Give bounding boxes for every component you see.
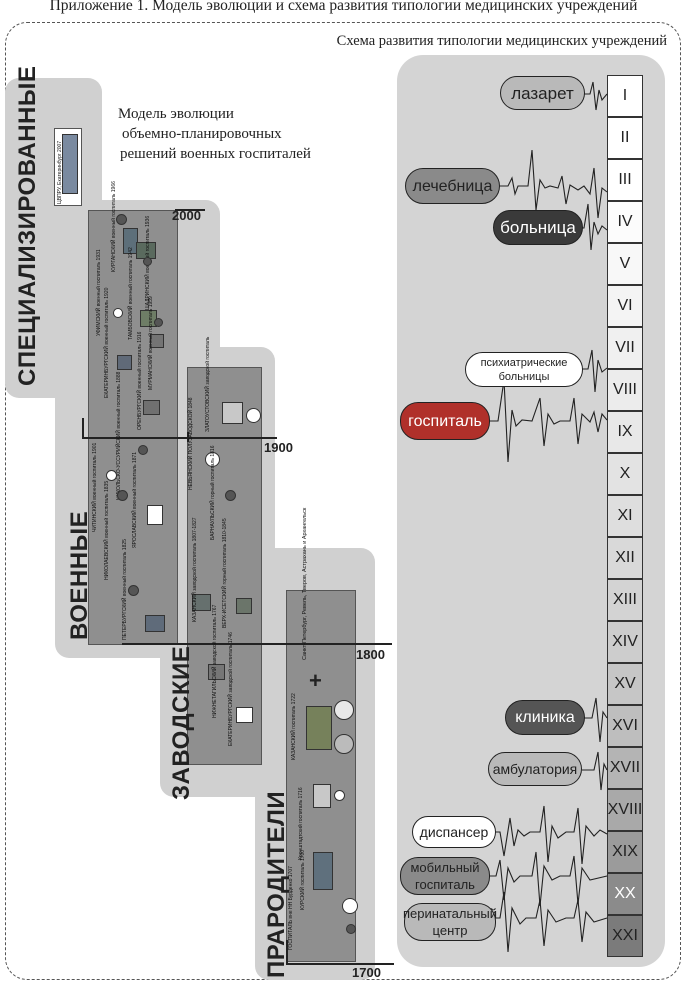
ecg-lazaret <box>583 81 608 111</box>
photo-orenburg <box>143 400 160 415</box>
year-axis-1900 <box>82 418 84 438</box>
scheme-title: Схема развития типологии медицинских учр… <box>336 33 667 49</box>
year-line-1900 <box>82 437 277 439</box>
model-title-line-3: решений военных госпиталей <box>120 146 311 162</box>
century-VI: VI <box>607 285 643 327</box>
specialized-photo <box>62 134 78 194</box>
century-XVI: XVI <box>607 705 643 747</box>
stage-klinika: клиника <box>505 700 585 735</box>
marker-barnaul <box>225 490 236 501</box>
century-III: III <box>607 159 643 201</box>
photo-petersburg <box>145 615 165 632</box>
century-VII: VII <box>607 327 643 369</box>
year-1900: 1900 <box>264 440 293 455</box>
century-XIX: XIX <box>607 831 643 873</box>
year-2000: 2000 <box>172 208 201 223</box>
year-1700: 1700 <box>352 965 381 980</box>
marker-moscow <box>342 898 358 914</box>
photo-kurgan <box>123 228 138 254</box>
photo-kursk <box>313 852 333 890</box>
year-line-1700 <box>286 963 394 965</box>
ecg-ambulatoria <box>582 751 608 791</box>
marker-kazan-1722 <box>334 700 354 720</box>
marker-chita <box>106 470 117 481</box>
stage-mobile: мобильный госпиталь <box>400 857 490 895</box>
ecg-psych <box>579 349 608 393</box>
century-VIII: VIII <box>607 369 643 411</box>
stage-perinatal: перинатальный центр <box>403 903 497 941</box>
century-XX: XX <box>607 873 643 915</box>
stage-lazaret: лазарет <box>500 76 585 110</box>
ecg-dispanser <box>493 805 608 865</box>
year-axis-1800 <box>187 432 189 442</box>
model-title-line-1: Модель эволюции <box>118 106 234 122</box>
photo-kronshtadt <box>313 784 331 808</box>
stage-psych: психиатрические больницы <box>465 352 583 387</box>
ecg-gospital <box>488 379 608 463</box>
marker-moscow-2 <box>346 924 356 934</box>
page-title: Приложение 1. Модель эволюции и схема ра… <box>49 0 638 14</box>
photo-yaroslavl <box>147 505 163 525</box>
year-axis-1700 <box>286 940 288 964</box>
photo-nevyansk <box>208 664 225 680</box>
year-line-2000 <box>175 209 205 211</box>
photo-ekb-mil <box>117 355 132 370</box>
ecg-klinika <box>583 697 608 743</box>
century-XVIII: XVIII <box>607 789 643 831</box>
marker-nikolsk <box>138 445 148 455</box>
marker-zlatoust <box>246 408 261 423</box>
ecg-bolnitsa <box>578 203 608 251</box>
century-XII: XII <box>607 537 643 579</box>
photo-kazan-1722 <box>306 706 332 750</box>
stage-gospital: госпиталь <box>400 402 490 440</box>
marker-nikolaev <box>117 490 128 501</box>
marker-tambov <box>154 318 163 327</box>
marker-kronshtadt <box>334 790 345 801</box>
year-1800: 1800 <box>356 647 385 662</box>
marker-kazan-building <box>334 734 354 754</box>
photo-murmansk <box>150 334 164 348</box>
century-XIII: XIII <box>607 579 643 621</box>
plus-icon: + <box>309 668 322 693</box>
stage-ambulatoria: амбулатория <box>488 752 582 786</box>
photo-kazan-plant <box>192 594 211 611</box>
century-I: I <box>607 75 643 117</box>
century-XIV: XIV <box>607 621 643 663</box>
factory-box <box>187 367 262 765</box>
stage-bolnitsa: больница <box>493 210 583 245</box>
century-XXI: XXI <box>607 915 643 957</box>
century-XVII: XVII <box>607 747 643 789</box>
marker-nevyansk-plant <box>205 452 220 467</box>
century-XV: XV <box>607 663 643 705</box>
marker-ufa <box>113 308 123 318</box>
stage-dispanser: диспансер <box>412 816 496 848</box>
stage-lechebnitsa: лечебница <box>405 168 500 204</box>
century-IX: IX <box>607 411 643 453</box>
photo-ekb-plant <box>236 707 253 723</box>
marker-kurgan <box>116 214 127 225</box>
century-II: II <box>607 117 643 159</box>
ecg-perinatal <box>492 891 608 953</box>
military-box <box>88 210 178 645</box>
century-X: X <box>607 453 643 495</box>
century-IV: IV <box>607 201 643 243</box>
century-XI: XI <box>607 495 643 537</box>
marker-shadrinsk <box>143 257 152 266</box>
model-title: Модель эволюции объемно-планировочных ре… <box>118 104 311 164</box>
marker-petersburg <box>128 585 139 596</box>
model-title-line-2: объемно-планировочных <box>122 126 282 142</box>
century-V: V <box>607 243 643 285</box>
photo-zlatoust <box>222 402 243 424</box>
photo-verkh <box>236 598 252 614</box>
year-line-1800 <box>122 643 392 645</box>
ecg-lechebnitsa <box>497 149 608 219</box>
